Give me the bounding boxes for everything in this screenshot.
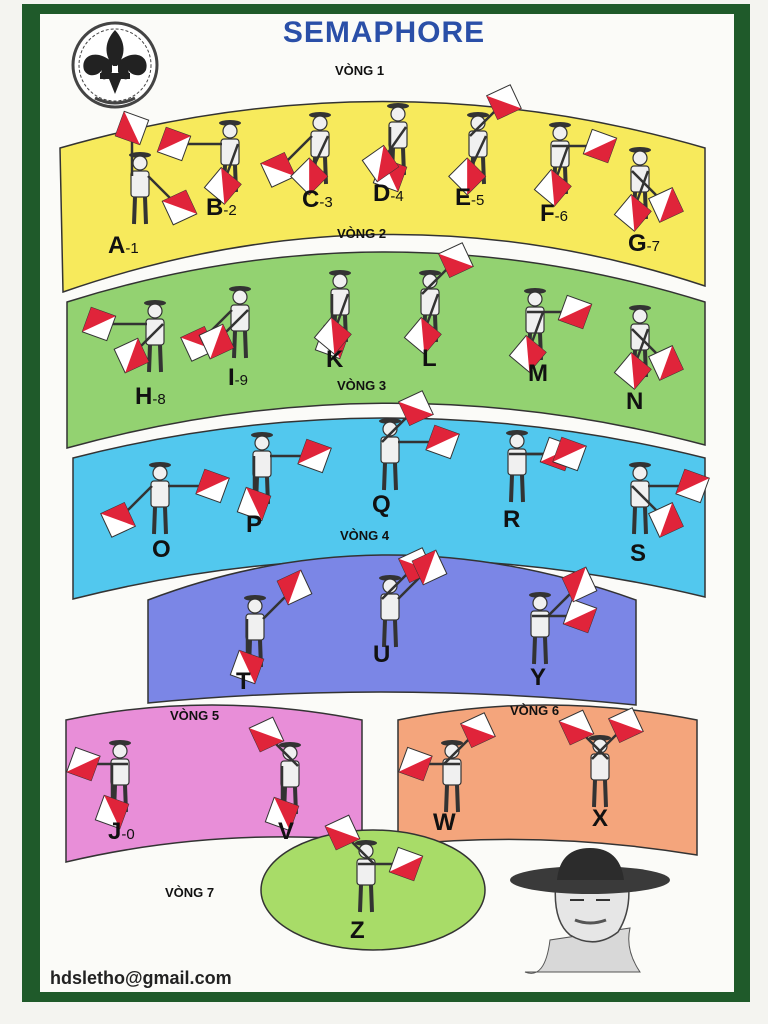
semaphore-figure-T: [229, 569, 313, 685]
semaphore-figure-I: [180, 286, 251, 362]
semaphore-figure-F: [533, 122, 618, 207]
letter-M: M: [528, 360, 548, 387]
letter-O: O: [152, 536, 171, 563]
semaphore-figure-O: [100, 462, 230, 538]
letter-B: B-2: [206, 194, 237, 221]
contact-email: hdsletho@gmail.com: [50, 968, 232, 988]
semaphore-figure-B: [156, 120, 242, 205]
round-4-label: VÒNG 4: [340, 528, 390, 543]
semaphore-figure-S: [629, 462, 710, 538]
semaphore-figure-V: [248, 716, 301, 832]
round-5-label: VÒNG 5: [170, 708, 220, 723]
letter-K: K: [326, 346, 344, 373]
semaphore-figure-H: [81, 300, 166, 374]
semaphore-figure-D: [361, 103, 409, 193]
letter-N: N: [626, 388, 644, 415]
baden-powell-portrait: [510, 848, 670, 974]
semaphore-figure-Q: [379, 390, 460, 491]
semaphore-figure-P: [236, 432, 332, 522]
letter-J: J-0: [108, 818, 135, 845]
letter-R: R: [503, 506, 521, 533]
round-1-label: VÒNG 1: [335, 63, 385, 78]
semaphore-figure-G: [613, 147, 684, 232]
letter-Q: Q: [372, 491, 391, 518]
letter-U: U: [373, 641, 391, 668]
letter-E: E-5: [455, 184, 485, 211]
letter-Y: Y: [530, 664, 547, 691]
letter-F: F-6: [540, 200, 569, 227]
semaphore-figure-A: [114, 110, 198, 226]
letter-X: X: [592, 805, 609, 832]
semaphore-figure-C: [260, 112, 331, 196]
round-6-label: VÒNG 6: [510, 703, 560, 718]
letter-D: D-4: [373, 180, 404, 207]
round-2-label: VÒNG 2: [337, 226, 387, 241]
semaphore-figure-W: [398, 712, 496, 813]
letter-L: L: [422, 345, 437, 372]
round-2-band: [66, 251, 706, 449]
letter-H: H-8: [135, 383, 166, 410]
letter-G: G-7: [628, 230, 661, 257]
semaphore-figure-M: [508, 288, 593, 373]
letter-P: P: [246, 511, 263, 538]
letter-C: C-3: [302, 186, 333, 213]
letter-V: V: [278, 818, 295, 845]
semaphore-figure-Z: [324, 814, 424, 913]
round-3-label: VÒNG 3: [337, 378, 387, 393]
semaphore-figure-X: [558, 707, 644, 808]
letter-Z: Z: [350, 917, 365, 944]
letter-S: S: [630, 540, 647, 567]
semaphore-figure-E: [448, 84, 522, 196]
semaphore-figure-J: [66, 740, 131, 830]
semaphore-figure-U: [379, 547, 448, 648]
semaphore-figure-L: [403, 242, 474, 355]
letter-A: A-1: [108, 232, 139, 259]
letter-W: W: [433, 809, 456, 836]
semaphore-figure-Y: [529, 566, 598, 665]
round-7-label: VÒNG 7: [165, 885, 215, 900]
page-title: SEMAPHORE: [282, 16, 486, 49]
semaphore-figure-R: [506, 430, 587, 503]
semaphore-figure-N: [613, 305, 684, 390]
semaphore-figure-K: [313, 270, 352, 360]
scout-fleur-de-lis-logo: [71, 21, 159, 109]
letter-T: T: [236, 668, 251, 695]
letter-I: I-9: [228, 364, 249, 391]
round-4-band: [147, 554, 637, 706]
